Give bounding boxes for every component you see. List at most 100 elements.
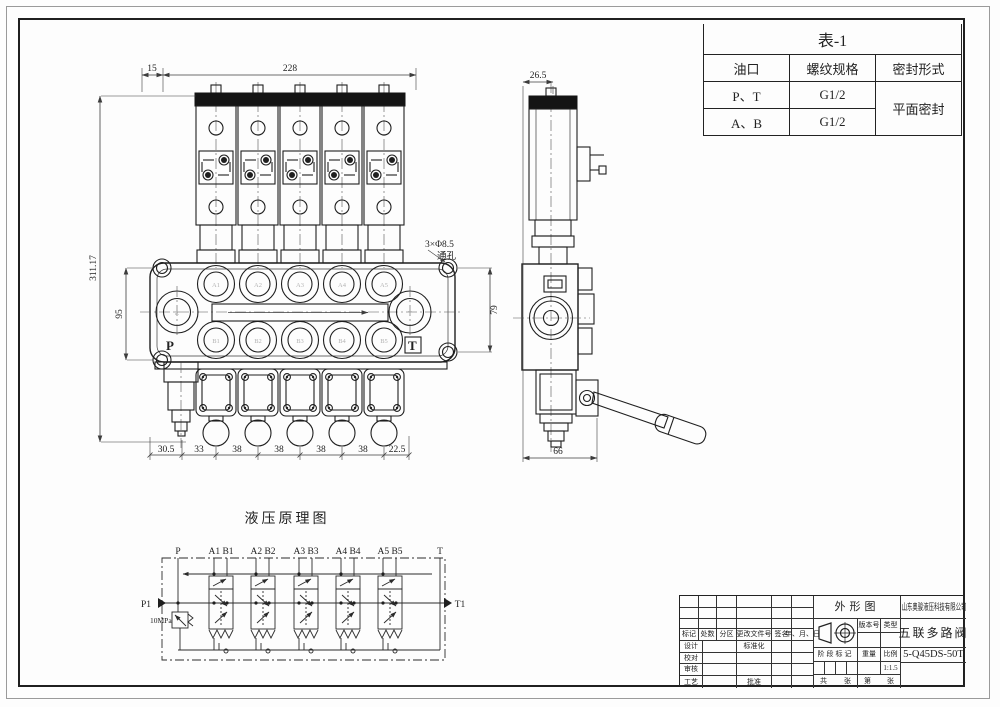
solenoid-coils: [194, 81, 406, 269]
inlet-arrow-icon: [158, 598, 166, 608]
model-number: 5-Q45DS-50T: [901, 648, 966, 663]
spec-cell-ab-thread: G1/2: [789, 108, 876, 136]
port-label-b3: B3: [296, 338, 304, 345]
spec-cell-pt-thread: G1/2: [789, 81, 876, 109]
role-process: 工艺: [680, 676, 703, 688]
rev-col-doc: 更改文件号: [737, 629, 772, 641]
flow-direction-slot: [211, 303, 389, 322]
hole-note-line2: 通孔: [437, 251, 457, 262]
front-dimensions: 15 228 311.17 95 79 3×Φ8.5 通孔: [89, 64, 500, 460]
number-label: 第: [864, 677, 871, 685]
port-label-a3: A3: [296, 282, 304, 289]
page-label: 张: [887, 677, 894, 685]
first-angle-projection-icon: [817, 622, 856, 644]
company-cell: 山东奥骏液压科技有限公司: [901, 596, 966, 619]
title-block: 标记 处数 分区 更改文件号 签名 年、月、日 设计 标准化 校对 审核 工艺 …: [679, 595, 967, 688]
a-ports: A1 A2 A3 A4 A5: [196, 264, 404, 304]
end-caps: [154, 361, 448, 447]
dim-chain-5: 38: [316, 445, 326, 455]
sheet-outer-border: [6, 6, 990, 699]
schematic-title: 液压原理图: [245, 511, 330, 527]
b-ports: B1 B2 B3 B4 B5: [196, 320, 404, 360]
port-label-b4: B4: [338, 338, 346, 345]
dim-chain-4: 38: [274, 445, 284, 455]
front-view: A1 A2 A3 A4 A5 B1 B2 B3 B4 B5 P.: [89, 64, 500, 460]
relief-pressure-label: 10MPa: [150, 616, 172, 625]
scale-label: 比例: [881, 648, 901, 662]
dim-chain-6: 38: [358, 445, 368, 455]
rev-col-mark: 标记: [680, 629, 699, 641]
spec-col-thread: 螺纹规格: [789, 54, 876, 82]
sheet-total-cell: 共 张: [814, 675, 858, 688]
outlet-arrow-icon: [444, 598, 452, 608]
port-label-a2: A2: [254, 282, 262, 289]
schematic-label-t: T: [437, 547, 443, 557]
hole-note-line1: 3×Φ8.5: [425, 240, 454, 250]
spec-col-port: 油口: [703, 54, 790, 82]
spec-cell-pt: P、T: [703, 81, 790, 109]
company-name: 山东奥骏液压科技有限公司: [901, 601, 966, 612]
dim-chain-2: 33: [194, 445, 204, 455]
schematic-inlet-label: P1: [141, 600, 151, 610]
role-standardization: 标准化: [737, 641, 772, 653]
sheets-label: 张: [844, 677, 851, 685]
dim-chain-1: 30.5: [158, 445, 175, 455]
schematic-spool-symbols: [209, 558, 402, 653]
total-label: 共: [820, 677, 827, 685]
port-spec-table: 表-1 油口 螺纹规格 密封形式 P、T G1/2 平面密封 A、B G1/2: [703, 24, 962, 136]
rev-col-zone: 分区: [717, 629, 737, 641]
role-check: 校对: [680, 653, 703, 664]
schematic-label-a1b1: A1 B1: [208, 547, 233, 557]
side-body: [513, 263, 595, 371]
dim-chain-7: 22.5: [389, 445, 406, 455]
stage-mark-label: 阶段标记: [814, 648, 858, 662]
port-label-a5: A5: [380, 282, 388, 289]
drawing-name: 外形图: [814, 596, 901, 619]
rev-col-count: 处数: [699, 629, 717, 641]
schematic-label-a5b5: A5 B5: [377, 547, 402, 557]
dim-height: 311.17: [89, 255, 99, 281]
projection-symbol-cell: [814, 619, 858, 648]
spec-table-title: 表-1: [703, 24, 962, 55]
rev-col-sign: 签名: [772, 629, 792, 641]
scale-value: 1:1.5: [881, 662, 901, 675]
side-view: 26.5 66: [513, 71, 707, 462]
sheet-inner-border: [18, 18, 965, 687]
valve-body: A1 A2 A3 A4 A5 B1 B2 B3 B4 B5 P.: [140, 258, 463, 370]
mounting-hole-top-left: [152, 258, 172, 278]
hydraulic-schematic: 液压原理图 P A1 B1 A2 B2 A3 B3 A4 B4 A5 B5 T …: [141, 511, 466, 661]
sheet-number-cell: 第 张: [858, 675, 901, 688]
dim-hole-span-right: 79: [490, 305, 500, 315]
t-port: T: [388, 286, 432, 338]
dim-side-bottom: 66: [553, 447, 563, 457]
schematic-relief-valve: [171, 611, 194, 650]
dim-width: 228: [283, 64, 298, 74]
role-audit: 审核: [680, 664, 703, 676]
port-label-p: P: [166, 338, 174, 353]
relief-valve-block: [163, 361, 199, 448]
rev-col-date: 年、月、日: [785, 629, 820, 641]
schematic-label-a4b4: A4 B4: [335, 547, 360, 557]
port-label-p-small: P.: [175, 310, 180, 317]
dim-hole-span-left: 95: [115, 309, 125, 319]
mounting-hole-bottom-right: [438, 342, 458, 362]
p-port: P.: [155, 286, 199, 338]
port-label-b2: B2: [254, 338, 262, 345]
version-label: 版本号: [858, 619, 881, 633]
schematic-label-p: P: [175, 547, 180, 557]
port-label-t: T: [408, 338, 417, 353]
dim-side-top: 26.5: [530, 71, 547, 81]
role-approve: 批准: [737, 676, 772, 688]
side-dimensions: 26.5 66: [522, 71, 598, 462]
side-lower-block: [535, 369, 577, 448]
control-lever: [575, 379, 707, 445]
spec-cell-ab: A、B: [703, 108, 790, 136]
dim-offset: 15: [147, 64, 157, 74]
side-solenoid: [528, 87, 607, 265]
schematic-outlet-label: T1: [455, 600, 466, 610]
spec-col-seal: 密封形式: [875, 54, 962, 82]
port-label-a1: A1: [212, 282, 220, 289]
port-label-b5: B5: [380, 338, 388, 345]
type-label: 类型: [881, 619, 901, 633]
